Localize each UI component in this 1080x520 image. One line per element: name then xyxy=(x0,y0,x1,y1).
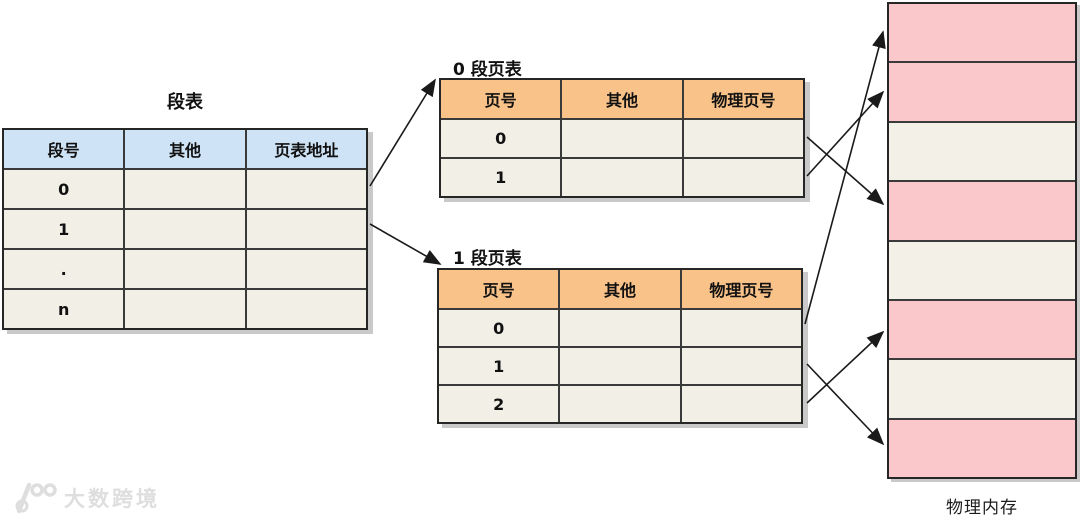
page-number: 1 xyxy=(493,356,505,376)
memory-block-6 xyxy=(889,358,1075,418)
page-number: 0 xyxy=(493,318,505,338)
page-table-0-header-row: 页号 其他 物理页号 xyxy=(441,80,803,118)
page-table-1: 页号 其他 物理页号 0 1 2 xyxy=(437,268,803,424)
arrow-page-table-1-row-1-to-memory-block-7 xyxy=(806,363,885,446)
memory-block-3 xyxy=(889,180,1075,240)
arrow-page-table-1-row-0-to-memory-block-0 xyxy=(804,30,886,325)
memory-block-5 xyxy=(889,298,1075,359)
page-number: 2 xyxy=(493,394,505,414)
page-table-header-pageno: 页号 xyxy=(484,91,517,110)
empty-cell xyxy=(679,386,801,422)
empty-cell xyxy=(558,348,679,384)
segment-table-header-segno: 段号 xyxy=(47,141,80,160)
segment-table-row-ellipsis: . xyxy=(4,248,366,288)
watermark-text: 大数跨境 xyxy=(64,487,160,511)
empty-cell xyxy=(681,120,803,157)
page-number: 1 xyxy=(495,168,507,187)
empty-cell xyxy=(123,250,244,288)
page-table-0-title: 0 段页表 xyxy=(453,60,522,80)
segment-number: 1 xyxy=(58,219,70,239)
segment-number: 0 xyxy=(58,179,70,199)
arrow-page-table-1-row-2-to-memory-block-5 xyxy=(806,330,885,404)
memory-block-7 xyxy=(889,417,1075,477)
arrow-page-table-0-row-0-to-memory-block-3 xyxy=(806,136,885,206)
page-table-0-row-1: 1 xyxy=(441,157,803,196)
empty-cell xyxy=(558,386,679,422)
memory-block-1 xyxy=(889,61,1075,121)
segment-table-title: 段表 xyxy=(167,92,203,113)
segment-table-header-ptaddr: 页表地址 xyxy=(244,130,366,168)
watermark-100-logo xyxy=(15,482,57,514)
arrow-segment-table-row-1-to-page-table-1 xyxy=(369,223,442,265)
segment-table: 段号 其他 页表地址 0 1 . n xyxy=(2,128,368,330)
empty-cell xyxy=(681,159,803,196)
empty-cell xyxy=(244,290,366,328)
page-table-1-header-row: 页号 其他 物理页号 xyxy=(439,270,801,308)
page-table-1-row-0: 0 xyxy=(439,308,801,346)
physical-memory xyxy=(887,2,1077,479)
segment-table-header-other: 其他 xyxy=(123,130,244,168)
empty-cell xyxy=(679,310,801,346)
empty-cell xyxy=(560,120,681,157)
segment-number: n xyxy=(57,299,70,319)
page-table-0: 页号 其他 物理页号 0 1 xyxy=(439,78,805,198)
arrow-segment-table-row-0-to-page-table-0 xyxy=(369,78,436,187)
arrow-page-table-0-row-1-to-memory-block-1 xyxy=(806,90,885,177)
memory-block-2 xyxy=(889,120,1075,181)
empty-cell xyxy=(244,210,366,248)
page-table-header-physno: 物理页号 xyxy=(681,80,803,118)
page-table-1-row-1: 1 xyxy=(439,346,801,384)
page-table-0-row-0: 0 xyxy=(441,118,803,157)
watermark: 大数跨境 xyxy=(12,480,160,516)
memory-block-4 xyxy=(889,239,1075,299)
segment-table-row-0: 0 xyxy=(4,168,366,208)
page-table-header-other: 其他 xyxy=(558,270,679,308)
empty-cell xyxy=(123,210,244,248)
segment-table-row-1: 1 xyxy=(4,208,366,248)
physical-memory-label: 物理内存 xyxy=(946,498,1018,518)
page-table-1-title: 1 段页表 xyxy=(453,249,522,269)
segment-table-header-row: 段号 其他 页表地址 xyxy=(4,130,366,168)
page-table-header-pageno: 页号 xyxy=(482,281,515,300)
page-table-header-physno: 物理页号 xyxy=(679,270,801,308)
segment-table-row-n: n xyxy=(4,288,366,328)
empty-cell xyxy=(679,348,801,384)
empty-cell xyxy=(123,290,244,328)
empty-cell xyxy=(244,170,366,208)
empty-cell xyxy=(244,250,366,288)
segment-number: . xyxy=(60,259,67,279)
page-table-1-row-2: 2 xyxy=(439,384,801,422)
empty-cell xyxy=(558,310,679,346)
page-table-header-other: 其他 xyxy=(560,80,681,118)
memory-block-0 xyxy=(889,4,1075,62)
page-number: 0 xyxy=(495,129,507,148)
empty-cell xyxy=(123,170,244,208)
empty-cell xyxy=(560,159,681,196)
